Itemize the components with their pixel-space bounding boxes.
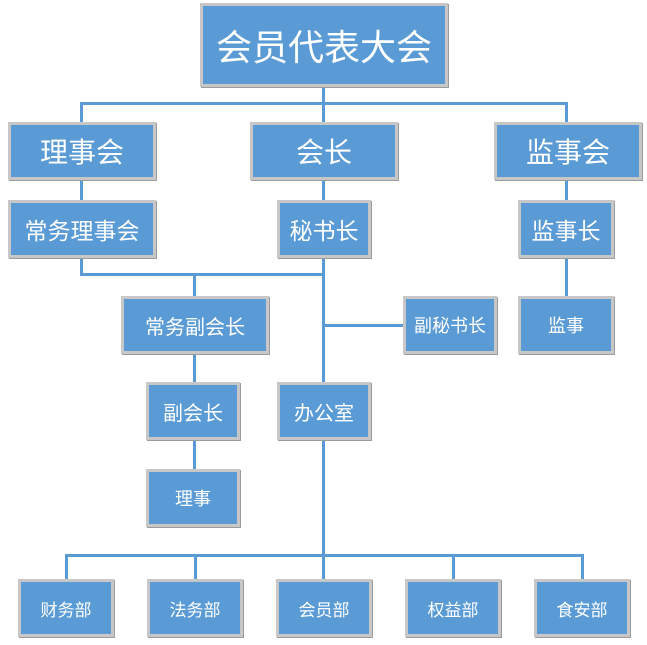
node-supervisor: 监事 [518,296,614,354]
node-standing-vice-president: 常务副会长 [121,296,269,354]
node-department-rights: 权益部 [405,579,501,637]
connector-supervisory-board [565,102,568,122]
node-director: 理事 [146,469,240,527]
node-department-legal: 法务部 [147,579,243,637]
node-member-congress: 会员代表大会 [200,3,448,87]
connector-department [322,554,325,579]
connector-congress [322,87,325,104]
node-council: 理事会 [8,122,156,180]
node-department-finance: 财务部 [18,579,114,637]
node-department-membership: 会员部 [276,579,372,637]
connector-standing-council-down [80,258,83,275]
connector-council-standing [80,180,83,200]
node-supervisory-board: 监事会 [494,122,642,180]
node-chief-supervisor: 监事长 [518,200,614,258]
node-standing-council: 常务理事会 [8,200,156,258]
node-secretary-general: 秘书长 [277,200,371,258]
connector-standing-vp [193,273,196,296]
connector-middle-bar [80,273,325,276]
connector-department [194,554,197,579]
node-deputy-secretary-general: 副秘书长 [403,296,497,354]
connector-president [322,102,325,122]
connector-vp-director [193,440,196,469]
node-president: 会长 [250,122,398,180]
node-vice-president: 副会长 [146,382,240,440]
connector-council [80,102,83,122]
connector-department [581,554,584,579]
connector-chief-supervisor [565,258,568,296]
connector-deputy-secretary [322,324,403,327]
node-office: 办公室 [277,382,371,440]
connector-supervisory-chief [565,180,568,200]
connector-president-secretary [322,180,325,200]
connector-standing-vp-vp [193,354,196,382]
node-department-food-safety: 食安部 [534,579,630,637]
connector-department [65,554,68,579]
connector-department [452,554,455,579]
